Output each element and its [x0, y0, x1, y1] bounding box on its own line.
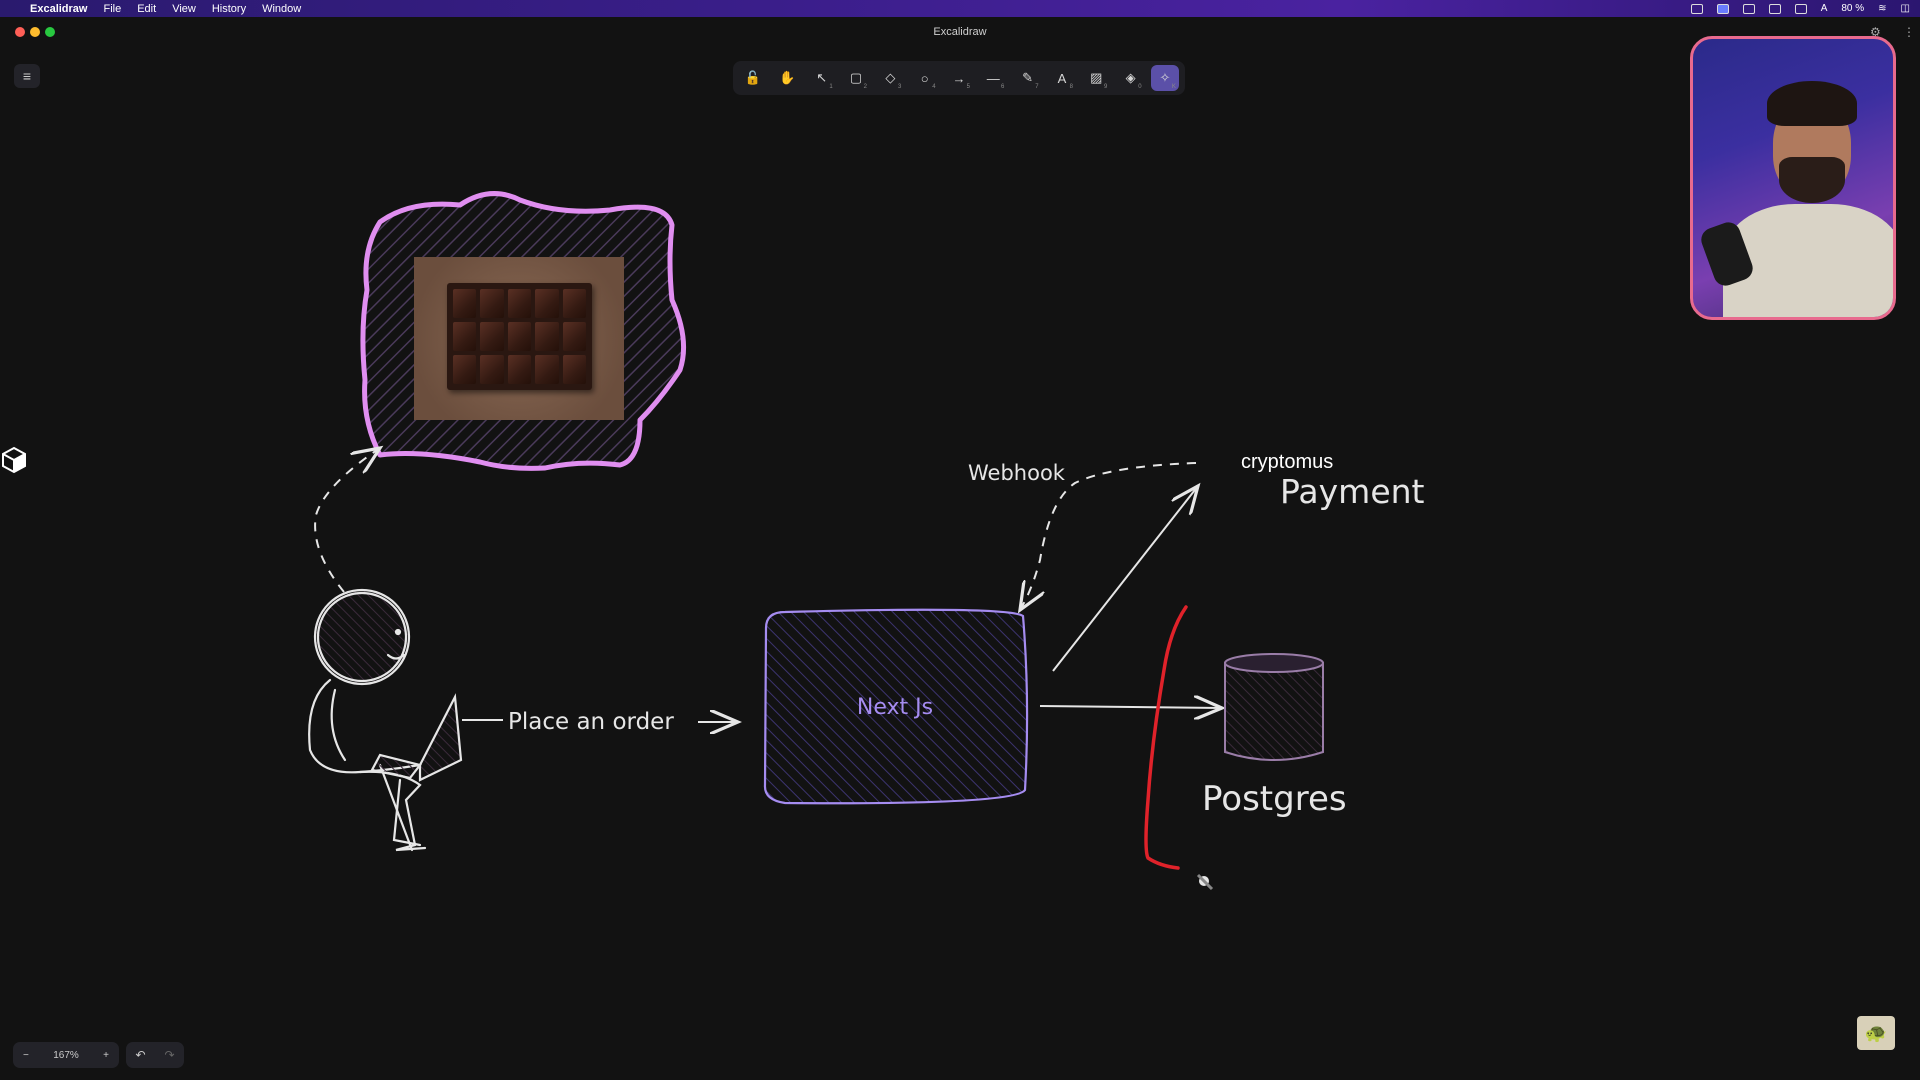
menu-edit[interactable]: Edit	[137, 2, 157, 15]
shortcut-key: 2	[863, 84, 867, 90]
shortcut-key: 9	[1103, 84, 1108, 90]
tool-line[interactable]: —6	[979, 65, 1007, 91]
zoom-in-button[interactable]: +	[103, 1049, 109, 1061]
place-order-label[interactable]: Place an order	[508, 709, 674, 735]
nextjs-label[interactable]: Next Js	[857, 695, 933, 720]
image-icon: ▨	[1090, 70, 1103, 85]
tool-hand[interactable]: ✋	[773, 65, 801, 91]
postgres-label[interactable]: Postgres	[1202, 779, 1347, 819]
camera-icon[interactable]	[1768, 3, 1781, 14]
arrow-icon: →	[952, 70, 966, 86]
tool-ellipse[interactable]: ○4	[911, 65, 939, 91]
wifi-icon[interactable]: ≋	[1878, 3, 1887, 14]
tool-draw[interactable]: ✎7	[1014, 65, 1042, 91]
screen-icon[interactable]	[1716, 3, 1729, 14]
minimize-window-button[interactable]	[30, 27, 40, 37]
redo-button[interactable]: ↷	[164, 1048, 175, 1062]
presenter-beard	[1779, 157, 1845, 203]
tool-arrow[interactable]: →5	[945, 65, 973, 91]
dashed-link-to-image[interactable]	[314, 448, 380, 593]
postgres-cylinder[interactable]	[1224, 653, 1324, 761]
cryptomus-logo-icon	[2, 446, 26, 474]
more-menu-icon[interactable]: ⋮	[1903, 25, 1915, 39]
zoom-out-button[interactable]: −	[23, 1049, 29, 1061]
input-source-label[interactable]: A	[1820, 3, 1828, 14]
person-at-laptop-drawing[interactable]	[308, 588, 463, 852]
tool-image[interactable]: ▨9	[1082, 65, 1110, 91]
window-title: Excalidraw	[933, 26, 987, 38]
pencil-icon: ✎	[1022, 70, 1034, 85]
menubar: Excalidraw File Edit View History Window…	[0, 0, 1920, 17]
payment-arrow[interactable]	[1052, 486, 1198, 672]
zoom-level[interactable]: 167%	[53, 1049, 79, 1061]
presenter-shirt	[1723, 204, 1893, 317]
hand-icon: ✋	[779, 70, 796, 85]
eraser-icon: ◈	[1125, 70, 1136, 85]
hamburger-icon: ≡	[22, 68, 32, 84]
undo-redo-controls: ↶ ↷	[126, 1042, 184, 1068]
diamond-icon: ◇	[885, 70, 896, 85]
webcam-overlay	[1690, 36, 1896, 320]
tool-diamond[interactable]: ◇3	[876, 65, 904, 91]
database-arrow[interactable]	[1039, 706, 1222, 708]
undo-button[interactable]: ↶	[135, 1048, 146, 1062]
lock-icon: 🔓	[744, 70, 762, 85]
shortcut-key: 3	[897, 84, 902, 90]
tool-rectangle[interactable]: ▢2	[842, 65, 870, 91]
line-icon: —	[986, 70, 1000, 86]
pointer-icon: ↖	[816, 70, 828, 85]
chocolate-image[interactable]	[414, 257, 624, 420]
zoom-controls: − 167% +	[13, 1042, 119, 1068]
menu-window[interactable]: Window	[262, 2, 302, 15]
rectangle-icon: ▢	[849, 70, 863, 85]
shortcut-key: 6	[1000, 84, 1005, 90]
payment-label[interactable]: Payment	[1280, 472, 1425, 511]
display-icon[interactable]	[1742, 3, 1755, 14]
battery-label[interactable]: 80 %	[1841, 3, 1865, 14]
webhook-label[interactable]: Webhook	[968, 461, 1066, 485]
nextjs-box[interactable]	[763, 608, 1029, 805]
red-freehand-stroke[interactable]	[1144, 605, 1188, 870]
tool-lock[interactable]: 🔓	[739, 65, 767, 91]
shortcut-key: 4	[932, 84, 936, 90]
shortcut-key: 1	[829, 84, 833, 90]
window-titlebar: Excalidraw ⚙ ⋮	[0, 17, 1920, 47]
record-icon[interactable]	[1794, 3, 1807, 14]
menu-file[interactable]: File	[103, 2, 122, 15]
control-center-icon[interactable]: ◫	[1900, 3, 1910, 14]
menu-history[interactable]: History	[211, 2, 247, 15]
tool-laser[interactable]: ✧K	[1150, 65, 1179, 91]
tool-selection[interactable]: ↖1	[808, 65, 836, 91]
menubar-app-name[interactable]: Excalidraw	[30, 2, 88, 15]
cryptomus-label[interactable]: cryptomus	[1241, 451, 1333, 473]
shortcut-key: 0	[1138, 84, 1142, 90]
shortcut-key: 8	[1069, 84, 1073, 90]
ellipse-icon: ○	[920, 70, 929, 86]
maximize-window-button[interactable]	[45, 27, 55, 37]
text-icon: A	[1057, 70, 1067, 86]
laser-pointer-icon: ✧	[1159, 70, 1171, 85]
main-menu-button[interactable]: ≡	[14, 64, 40, 88]
tool-eraser[interactable]: ◈0	[1117, 65, 1145, 91]
menu-view[interactable]: View	[172, 2, 196, 15]
drawing-canvas[interactable]: Place an order Next Js Webhook Postgres …	[0, 47, 1920, 1080]
extension-icon[interactable]: ⚙	[1870, 25, 1881, 39]
close-window-button[interactable]	[15, 27, 25, 37]
canvas-svg: Place an order Next Js Webhook Postgres …	[308, 191, 1425, 891]
shortcut-key: 7	[1035, 84, 1039, 90]
presenter-hair	[1767, 81, 1857, 126]
laser-cursor-icon	[1196, 873, 1214, 891]
shortcut-key: K	[1171, 84, 1176, 90]
help-mascot-icon[interactable]: 🐢	[1857, 1016, 1895, 1050]
shortcut-key: 5	[966, 84, 970, 90]
status-icon[interactable]	[1690, 3, 1703, 14]
chocolate-bar-picture	[447, 283, 592, 390]
webhook-dashed-arrow[interactable]	[1020, 462, 1197, 610]
